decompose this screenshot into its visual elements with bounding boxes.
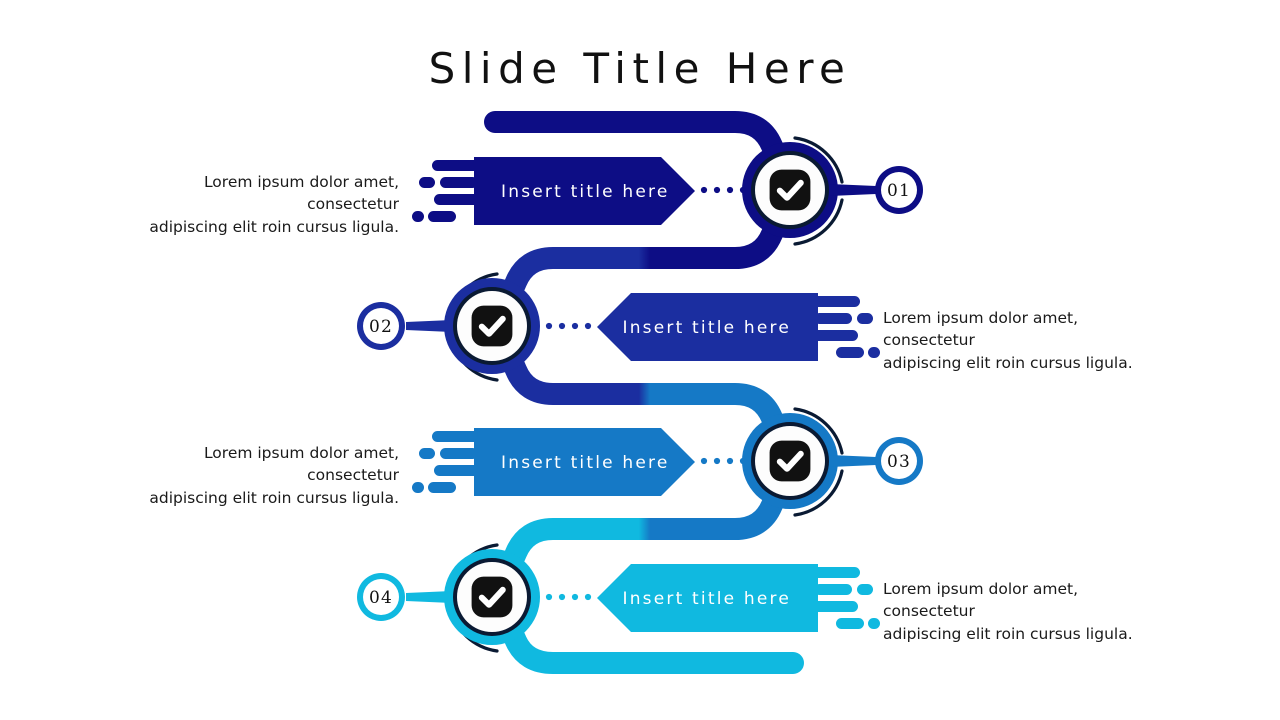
check-badge-icon-1	[770, 170, 811, 211]
node-2[interactable]	[444, 278, 540, 374]
process-row-3[interactable]: Insert title here	[412, 407, 923, 517]
number-label-1: 01	[887, 181, 911, 201]
number-label-2: 02	[369, 317, 393, 337]
title-banner-2[interactable]	[597, 293, 818, 361]
description-text-2: Lorem ipsum dolor amet, consectetur adip…	[883, 309, 1133, 372]
banner-label-2: Insert title here	[622, 318, 791, 338]
decor-arcs-3	[793, 407, 844, 517]
pipe-row3-row4	[492, 462, 797, 594]
number-badge-1[interactable]: 01	[875, 166, 923, 214]
number-badge-4[interactable]: 04	[357, 573, 405, 621]
number-badge-3[interactable]: 03	[875, 437, 923, 485]
page-title: Slide Title Here	[428, 44, 852, 93]
process-row-4[interactable]: Insert title here	[357, 543, 880, 653]
speed-lines-icon-1	[412, 160, 492, 222]
description-text-4: Lorem ipsum dolor amet, consectetur adip…	[883, 580, 1133, 643]
process-row-1[interactable]: Insert title here	[412, 136, 923, 246]
pipe-row1-row2	[492, 191, 797, 323]
badge-stem-3	[830, 455, 876, 467]
title-banner-1[interactable]	[474, 157, 695, 225]
check-badge-icon-3	[770, 441, 811, 482]
number-badge-2[interactable]: 02	[357, 302, 405, 350]
badge-stem-2	[406, 320, 452, 332]
badge-stem-1	[830, 184, 876, 196]
description-text-1: Lorem ipsum dolor amet, consectetur adip…	[149, 173, 399, 236]
title-banner-3[interactable]	[474, 428, 695, 496]
description-text-3: Lorem ipsum dolor amet, consectetur adip…	[149, 444, 399, 507]
process-row-2[interactable]: Insert title here	[357, 272, 880, 382]
title-banner-4[interactable]	[597, 564, 818, 632]
banner-label-1: Insert title here	[501, 182, 670, 202]
node-1[interactable]	[742, 142, 838, 238]
pipe-row2-row3	[492, 329, 797, 460]
banner-label-3: Insert title here	[501, 453, 670, 473]
dotted-connector-4	[532, 593, 592, 601]
dotted-connector-2	[532, 322, 592, 330]
badge-stem-4	[406, 591, 452, 603]
decor-arcs-1	[793, 136, 844, 246]
check-badge-icon-4	[472, 577, 513, 618]
speed-lines-icon-3	[412, 431, 492, 493]
number-label-4: 04	[369, 588, 393, 608]
node-4[interactable]	[444, 549, 540, 645]
node-3[interactable]	[742, 413, 838, 509]
banner-label-4: Insert title here	[622, 589, 791, 609]
pipe-bottom-tail	[492, 600, 804, 674]
number-label-3: 03	[887, 452, 911, 472]
check-badge-icon-2	[472, 306, 513, 347]
